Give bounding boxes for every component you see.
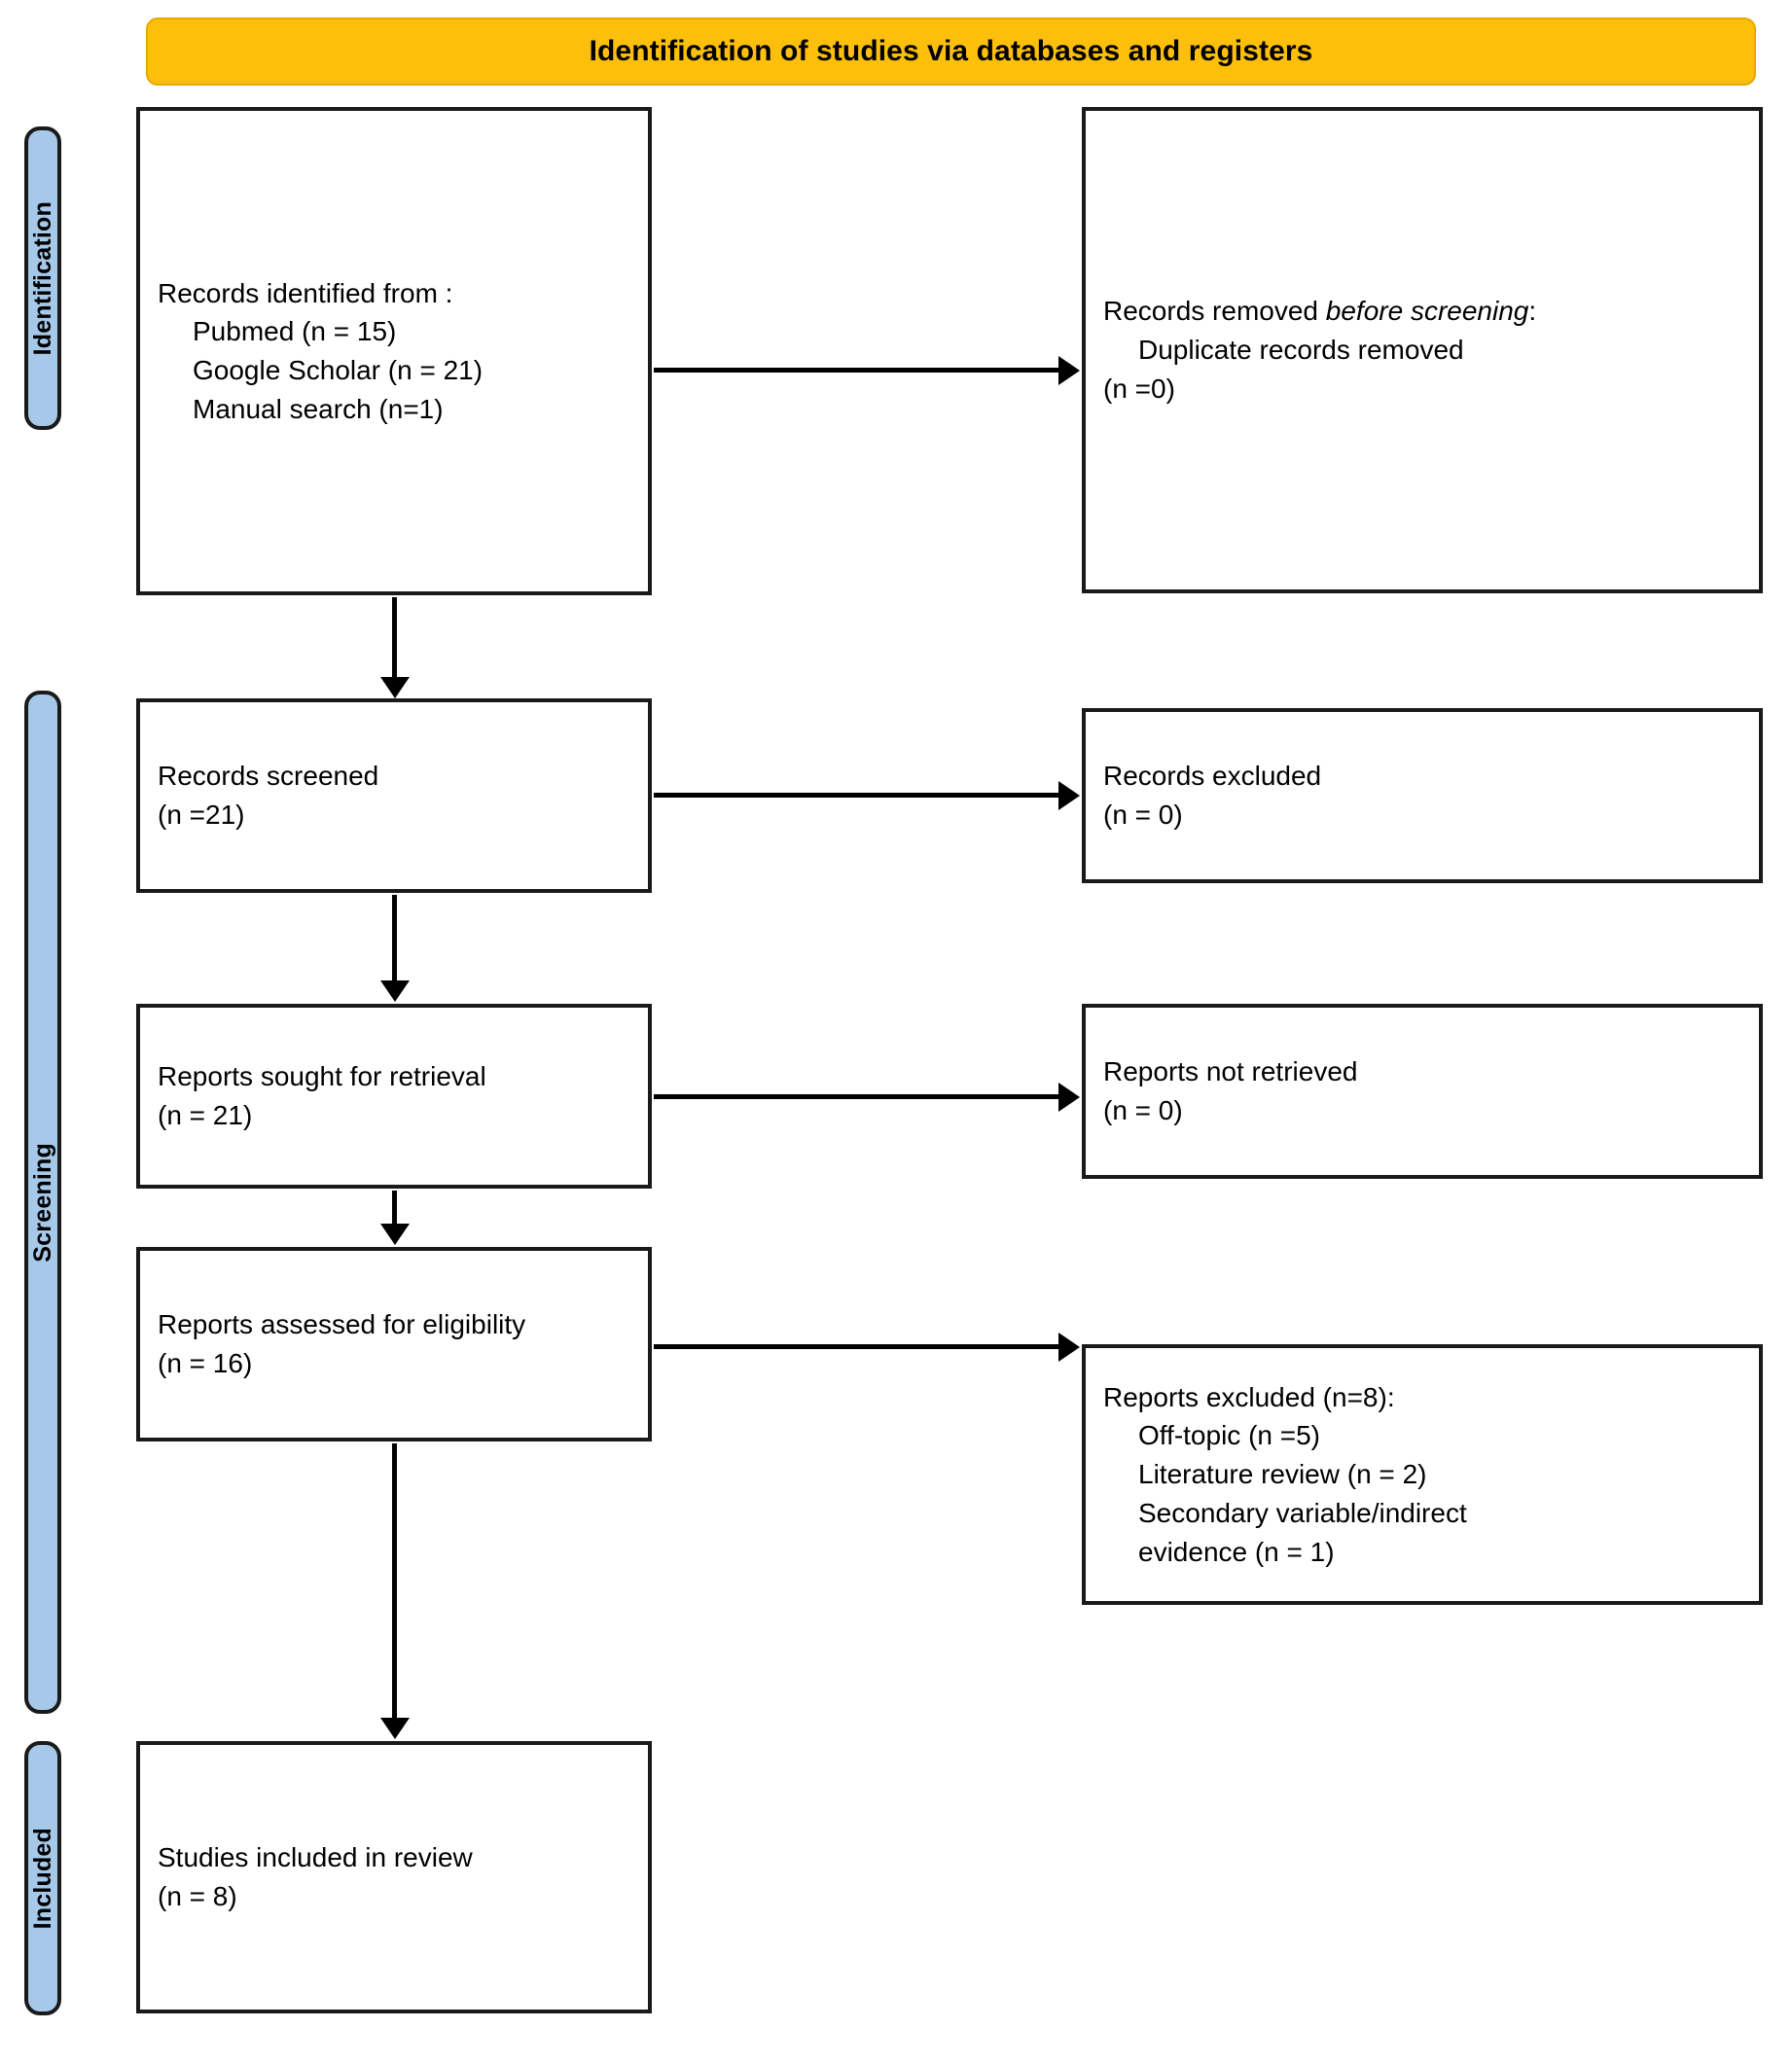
stage-bar-included: Included — [24, 1741, 61, 2015]
box-reports-not-retrieved: Reports not retrieved (n = 0) — [1082, 1004, 1763, 1179]
stage-label-identification: Identification — [28, 200, 56, 356]
box-reports-sought-for-retrieval: Reports sought for retrieval (n = 21) — [136, 1004, 652, 1189]
records-identified-heading: Records identified from : — [158, 277, 453, 308]
box-records-excluded: Records excluded (n = 0) — [1082, 708, 1763, 883]
reports-assessed-heading: Reports assessed for eligibility — [158, 1309, 526, 1340]
box-records-screened: Records screened (n =21) — [136, 698, 652, 893]
stage-label-included: Included — [28, 1827, 56, 1930]
stage-bar-identification: Identification — [24, 126, 61, 430]
studies-included-heading: Studies included in review — [158, 1842, 473, 1873]
box-studies-included: Studies included in review (n = 8) — [136, 1741, 652, 2013]
page-title: Identification of studies via databases … — [589, 35, 1313, 67]
reports-excluded-heading: Reports excluded (n=8): — [1103, 1381, 1395, 1412]
reports-not-retrieved-heading: Reports not retrieved — [1103, 1056, 1358, 1087]
arrow-sought-to-not-retrieved — [654, 1094, 1060, 1099]
records-identified-source-2: Manual search (n=1) — [193, 393, 444, 424]
header-banner: Identification of studies via databases … — [146, 18, 1756, 86]
box-reports-sought-text: Reports sought for retrieval (n = 21) — [140, 1057, 504, 1135]
arrow-sought-to-assessed — [392, 1191, 397, 1226]
box-reports-assessed-text: Reports assessed for eligibility (n = 16… — [140, 1305, 543, 1383]
box-records-identified-text: Records identified from : Pubmed (n = 15… — [140, 274, 500, 429]
arrow-assessed-to-reports-excluded — [654, 1344, 1060, 1349]
reports-sought-count: (n = 21) — [158, 1100, 253, 1130]
box-records-excluded-text: Records excluded (n = 0) — [1086, 757, 1339, 835]
records-removed-heading-italic: before screening — [1325, 296, 1529, 327]
records-removed-heading-post: : — [1528, 296, 1537, 327]
reports-excluded-reason-1: Literature review (n = 2) — [1138, 1459, 1427, 1490]
studies-included-count: (n = 8) — [158, 1881, 237, 1911]
records-excluded-heading: Records excluded — [1103, 761, 1322, 792]
reports-sought-heading: Reports sought for retrieval — [158, 1061, 486, 1092]
stage-bar-screening: Screening — [24, 691, 61, 1714]
box-reports-not-retrieved-text: Reports not retrieved (n = 0) — [1086, 1052, 1375, 1130]
arrow-screened-to-sought — [392, 895, 397, 982]
box-reports-excluded-text: Reports excluded (n=8): Off-topic (n =5)… — [1086, 1378, 1485, 1572]
records-identified-source-1: Google Scholar (n = 21) — [193, 355, 484, 385]
records-identified-source-0: Pubmed (n = 15) — [193, 316, 397, 347]
reports-excluded-reason-0: Off-topic (n =5) — [1138, 1420, 1321, 1451]
box-reports-excluded: Reports excluded (n=8): Off-topic (n =5)… — [1082, 1344, 1763, 1605]
reports-not-retrieved-count: (n = 0) — [1103, 1095, 1183, 1125]
records-screened-heading: Records screened — [158, 761, 379, 792]
records-removed-heading-pre: Records removed — [1103, 296, 1326, 327]
arrow-identified-to-removed — [654, 368, 1060, 373]
arrow-assessed-to-included — [392, 1443, 397, 1720]
box-reports-assessed-for-eligibility: Reports assessed for eligibility (n = 16… — [136, 1247, 652, 1441]
records-removed-line-0: Duplicate records removed — [1138, 335, 1464, 366]
box-studies-included-text: Studies included in review (n = 8) — [140, 1838, 490, 1916]
box-records-removed-text: Records removed before screening: Duplic… — [1086, 292, 1554, 408]
records-excluded-count: (n = 0) — [1103, 800, 1183, 830]
arrow-identified-to-screened — [392, 597, 397, 679]
stage-label-screening: Screening — [28, 1142, 56, 1263]
reports-assessed-count: (n = 16) — [158, 1348, 253, 1378]
arrow-screened-to-excluded — [654, 793, 1060, 798]
reports-excluded-reason-2: Secondary variable/indirect — [1138, 1497, 1467, 1528]
box-records-removed-before-screening: Records removed before screening: Duplic… — [1082, 107, 1763, 593]
box-records-screened-text: Records screened (n =21) — [140, 757, 396, 835]
records-screened-count: (n =21) — [158, 800, 245, 830]
records-removed-line-1: (n =0) — [1103, 373, 1175, 404]
box-records-identified: Records identified from : Pubmed (n = 15… — [136, 107, 652, 595]
reports-excluded-reason-2-cont: evidence (n = 1) — [1138, 1536, 1335, 1567]
